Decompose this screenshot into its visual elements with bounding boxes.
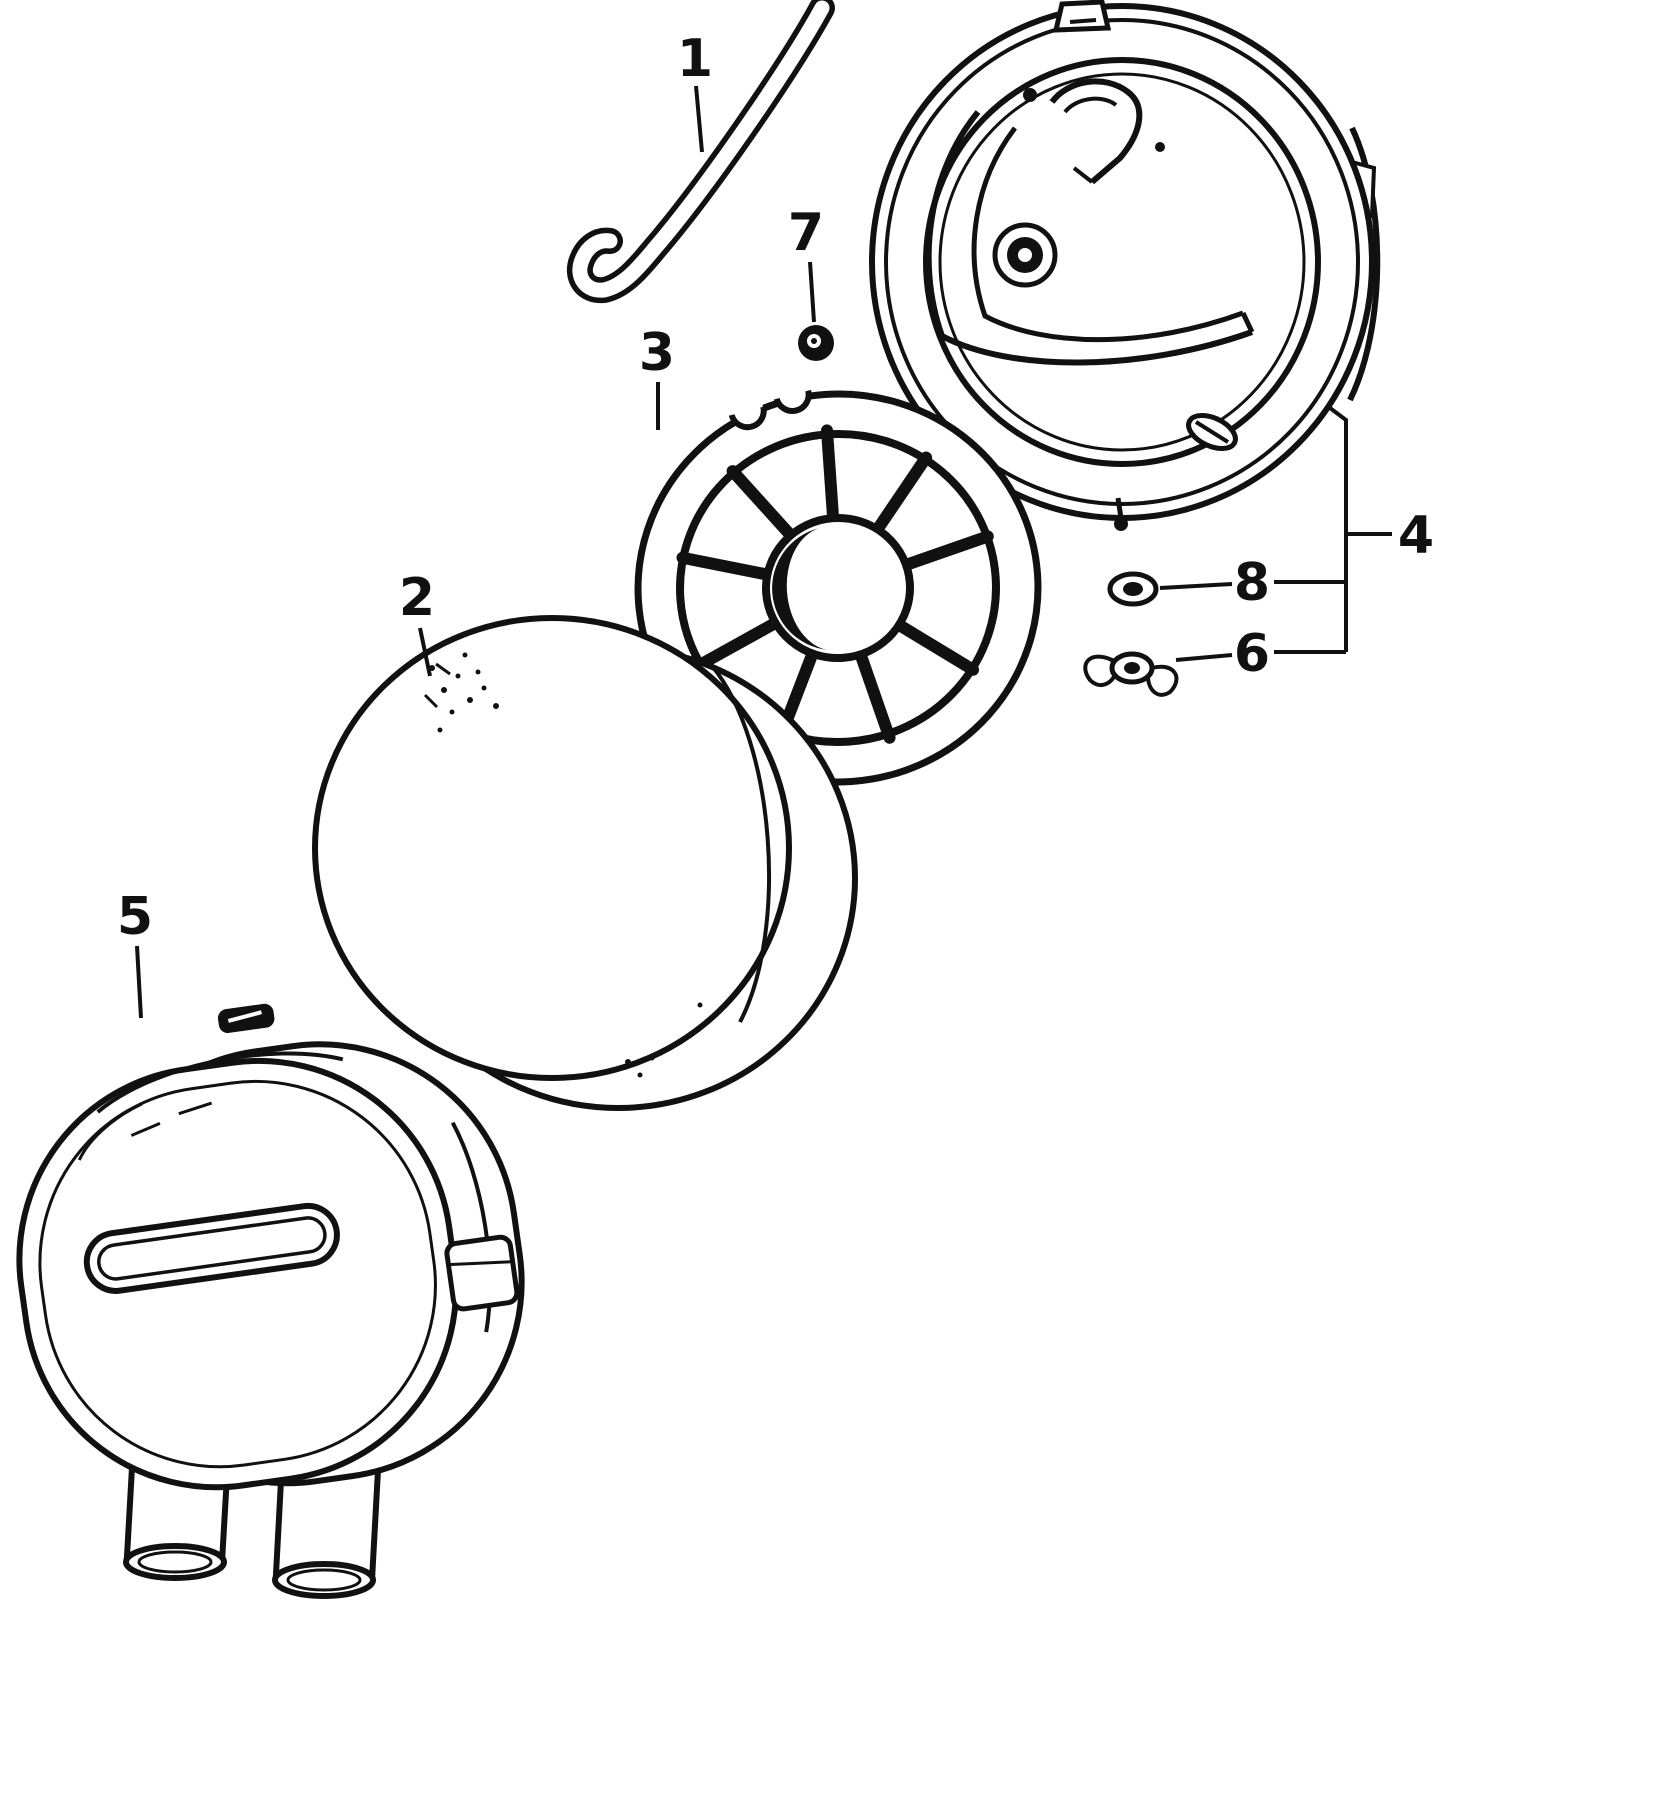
housing-hub-bolt-center bbox=[1018, 248, 1032, 262]
callout-7-leader bbox=[808, 261, 816, 323]
element-front-face bbox=[312, 615, 792, 1081]
grid-spoke bbox=[676, 551, 771, 581]
wing-nut-hole bbox=[1124, 662, 1140, 674]
grid-spoke bbox=[726, 465, 794, 539]
callout-7-label: 7 bbox=[788, 203, 824, 263]
housing-rivet-dot bbox=[1023, 88, 1037, 102]
cover-tick-marks bbox=[130, 1101, 213, 1137]
element-inner-lip bbox=[710, 664, 772, 1023]
housing-top-tab-slit bbox=[1069, 18, 1097, 24]
cover-latch bbox=[444, 1234, 520, 1312]
housing-channel-cap bbox=[1240, 311, 1255, 334]
grid-notch bbox=[728, 406, 767, 431]
housing-rim-inner-line bbox=[884, 18, 1360, 506]
housing-stud-tip bbox=[1114, 517, 1128, 531]
callout-8-leader bbox=[1159, 580, 1346, 590]
cover-top-tab-slit bbox=[227, 1010, 262, 1023]
housing-bracket-end bbox=[1072, 166, 1094, 184]
callout-8-label: 8 bbox=[1234, 553, 1270, 613]
part-5-cover bbox=[16, 1003, 525, 1491]
grid-spoke bbox=[820, 424, 839, 520]
grid-notch-erase bbox=[731, 394, 764, 427]
element-speckles bbox=[429, 652, 703, 1078]
callout-5-label: 5 bbox=[117, 887, 153, 947]
housing-rivet-dot bbox=[1155, 142, 1165, 152]
housing-channel-outer bbox=[925, 110, 1254, 366]
part-1-rod bbox=[566, 0, 835, 304]
callout-labels: 1 2 3 4 5 6 7 8 bbox=[117, 29, 1434, 947]
callout-5-leader bbox=[135, 945, 143, 1019]
housing-stud bbox=[1115, 497, 1124, 519]
cover-slot-inner bbox=[97, 1216, 327, 1281]
housing-bowl-inner-line bbox=[938, 72, 1306, 452]
grid-spoke bbox=[902, 530, 994, 571]
callout-leaders bbox=[135, 85, 1392, 1019]
rod-highlight bbox=[572, 0, 830, 298]
callout-6-label: 6 bbox=[1234, 624, 1270, 684]
grid-spoke bbox=[895, 620, 980, 676]
callout-6-leader bbox=[1175, 650, 1346, 662]
callout-4-bracket bbox=[1328, 406, 1392, 652]
cover-rim-highlight bbox=[96, 1051, 344, 1114]
callout-2-leader bbox=[418, 627, 432, 677]
grid-spoke bbox=[694, 618, 779, 671]
part-2-filter-element bbox=[312, 615, 858, 1111]
nut-hole bbox=[1123, 582, 1143, 596]
grid-spoke bbox=[873, 451, 933, 532]
callout-1-label: 1 bbox=[677, 29, 713, 89]
grommet-center-dot bbox=[811, 338, 817, 344]
cover-tube-left-bore bbox=[137, 1550, 213, 1574]
wing-nut-left-wing bbox=[1083, 654, 1119, 688]
wing-nut-right-wing bbox=[1145, 664, 1179, 697]
part-7-grommet bbox=[798, 325, 834, 361]
housing-bracket-inner-line bbox=[1063, 96, 1118, 114]
housing-side-depth bbox=[1347, 126, 1381, 402]
cover-tube-right-bore bbox=[286, 1568, 362, 1592]
part-4-housing bbox=[869, 0, 1381, 531]
cover-top-tab bbox=[217, 1003, 275, 1034]
grid-spoke bbox=[855, 652, 896, 744]
part-8-nut bbox=[1107, 571, 1159, 607]
element-texture-marks bbox=[423, 662, 451, 709]
cover-rim-highlight-2 bbox=[77, 1102, 143, 1161]
callout-3-label: 3 bbox=[639, 323, 675, 383]
cover-front-inner-line bbox=[38, 1079, 437, 1469]
callout-1-leader bbox=[694, 85, 704, 153]
grid-notch-erase bbox=[776, 378, 809, 411]
cover-latch-line bbox=[448, 1260, 513, 1267]
callout-4-label: 4 bbox=[1398, 506, 1434, 566]
callout-2-label: 2 bbox=[399, 568, 435, 628]
cover-slot-outer bbox=[83, 1202, 340, 1294]
housing-peg-line bbox=[1194, 420, 1230, 444]
grid-center-crescent bbox=[772, 528, 828, 650]
housing-channel-inner bbox=[971, 126, 1244, 343]
housing-bracket bbox=[1049, 78, 1143, 185]
housing-top-tab bbox=[1052, 0, 1112, 33]
part-6-wing-nut bbox=[1083, 651, 1179, 697]
grid-spokes bbox=[676, 424, 994, 744]
grid-notch bbox=[773, 389, 812, 414]
